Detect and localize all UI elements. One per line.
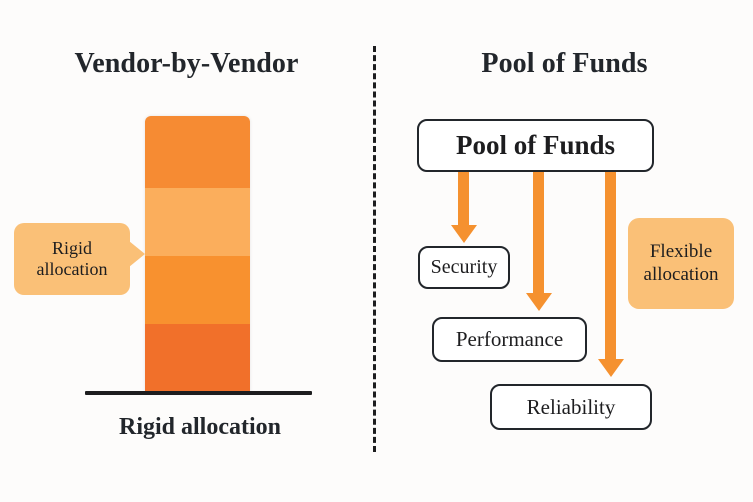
bar-segment-2	[145, 188, 250, 256]
callout-left-line-1: Rigid	[51, 237, 92, 258]
bar-segment-1	[145, 116, 250, 188]
bar-segment-3	[145, 256, 250, 324]
callout-pointer-icon	[129, 241, 145, 267]
chart-axis-label: Rigid allocation	[118, 414, 281, 440]
panel-divider	[373, 46, 376, 452]
callout-right-line-1: Flexible	[649, 240, 713, 262]
node-performance: Performance	[432, 317, 587, 362]
right-panel-title: Pool of Funds	[481, 48, 648, 79]
callout-left-line-2: allocation	[36, 259, 108, 279]
callout-right-line-2: allocation	[643, 263, 719, 285]
arrow-to-performance	[525, 172, 552, 311]
arrowhead-icon	[525, 293, 552, 311]
flexible-allocation-callout: Flexible allocation	[628, 218, 734, 309]
arrow-to-security	[450, 172, 477, 243]
stacked-bar-chart	[145, 116, 250, 393]
node-security: Security	[418, 246, 510, 289]
bar-segment-4	[145, 324, 250, 393]
node-reliability: Reliability	[490, 384, 652, 430]
chart-baseline	[85, 391, 312, 395]
rigid-allocation-callout: Rigid allocation	[14, 223, 145, 295]
arrowhead-icon	[450, 225, 477, 243]
left-panel-title: Vendor-by-Vendor	[74, 48, 299, 79]
arrowhead-icon	[597, 359, 624, 377]
arrow-to-reliability	[597, 172, 624, 377]
node-pool-of-funds: Pool of Funds	[417, 119, 654, 172]
